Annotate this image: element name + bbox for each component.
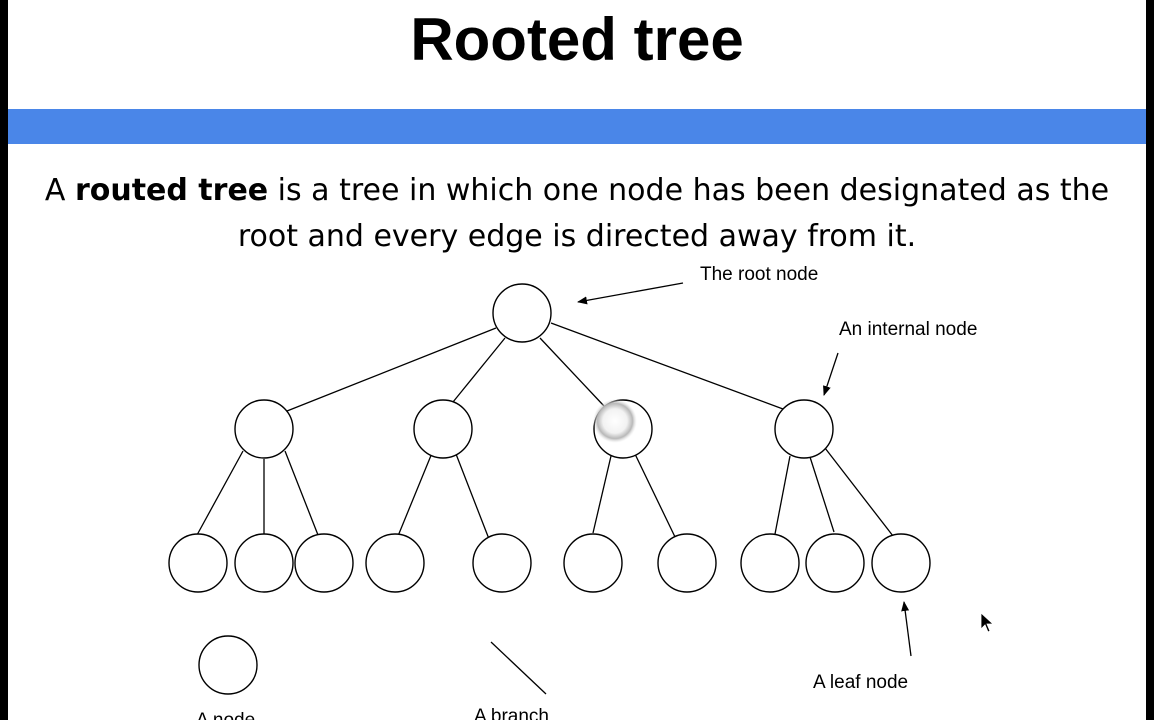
leaf-node-5 [472, 533, 532, 593]
mouse-pointer-icon [980, 612, 995, 633]
internal-node-2 [413, 399, 473, 459]
pointer-highlight [593, 399, 637, 443]
internal-node-label: An internal node [839, 319, 977, 340]
edge-root-to-internal-1 [286, 327, 497, 412]
leaf-node-8 [740, 533, 800, 593]
body-line1-rest: is a tree in which one node has been des… [268, 173, 1110, 208]
edge-internal-4-to-leaf-8 [774, 455, 791, 535]
edge-internal-3-to-leaf-6 [592, 455, 612, 534]
edge-internal-1-to-leaf-1 [196, 450, 244, 536]
body-term: routed tree [74, 173, 269, 208]
a-branch-label: A branch [474, 706, 549, 720]
leaf-node-2 [234, 533, 294, 593]
root-callout-arrow [577, 282, 684, 305]
edge-internal-2-to-leaf-4 [397, 452, 433, 537]
slide: Rooted tree A routed tree is a tree in w… [8, 0, 1146, 720]
leaf-node-10 [871, 533, 931, 593]
edge-internal-1-to-leaf-3 [284, 450, 319, 536]
internal-node-4 [774, 399, 834, 459]
slide-title: Rooted tree [410, 6, 744, 73]
body-text: A routed tree is a tree in which one nod… [8, 168, 1146, 260]
leaf-node-9 [805, 533, 865, 593]
root-node-label: The root node [700, 264, 818, 285]
edge-root-to-internal-3 [539, 337, 605, 407]
edge-internal-2-to-leaf-5 [455, 453, 490, 540]
edge-internal-3-to-leaf-7 [634, 453, 677, 540]
edge-internal-4-to-leaf-10 [824, 447, 894, 537]
body-line2: root and every edge is directed away fro… [237, 219, 917, 254]
leaf-node-1 [168, 533, 228, 593]
internal-callout-arrow [823, 352, 839, 396]
leaf-callout-arrow [901, 601, 912, 657]
leaf-node-6 [563, 533, 623, 593]
leaf-node-4 [365, 533, 425, 593]
internal-node-1 [234, 399, 294, 459]
legend-node [198, 635, 258, 695]
legend-branch [490, 641, 547, 695]
root-node [492, 283, 552, 343]
edge-root-to-internal-2 [452, 337, 506, 403]
leaf-node-3 [294, 533, 354, 593]
leaf-node-7 [657, 533, 717, 593]
body-prefix: A [44, 173, 75, 208]
title-accent-bar [8, 109, 1146, 144]
edge-root-to-internal-4 [550, 322, 784, 410]
edge-internal-4-to-leaf-9 [809, 456, 835, 533]
a-node-label: A node [196, 710, 255, 720]
leaf-node-label: A leaf node [813, 672, 908, 693]
